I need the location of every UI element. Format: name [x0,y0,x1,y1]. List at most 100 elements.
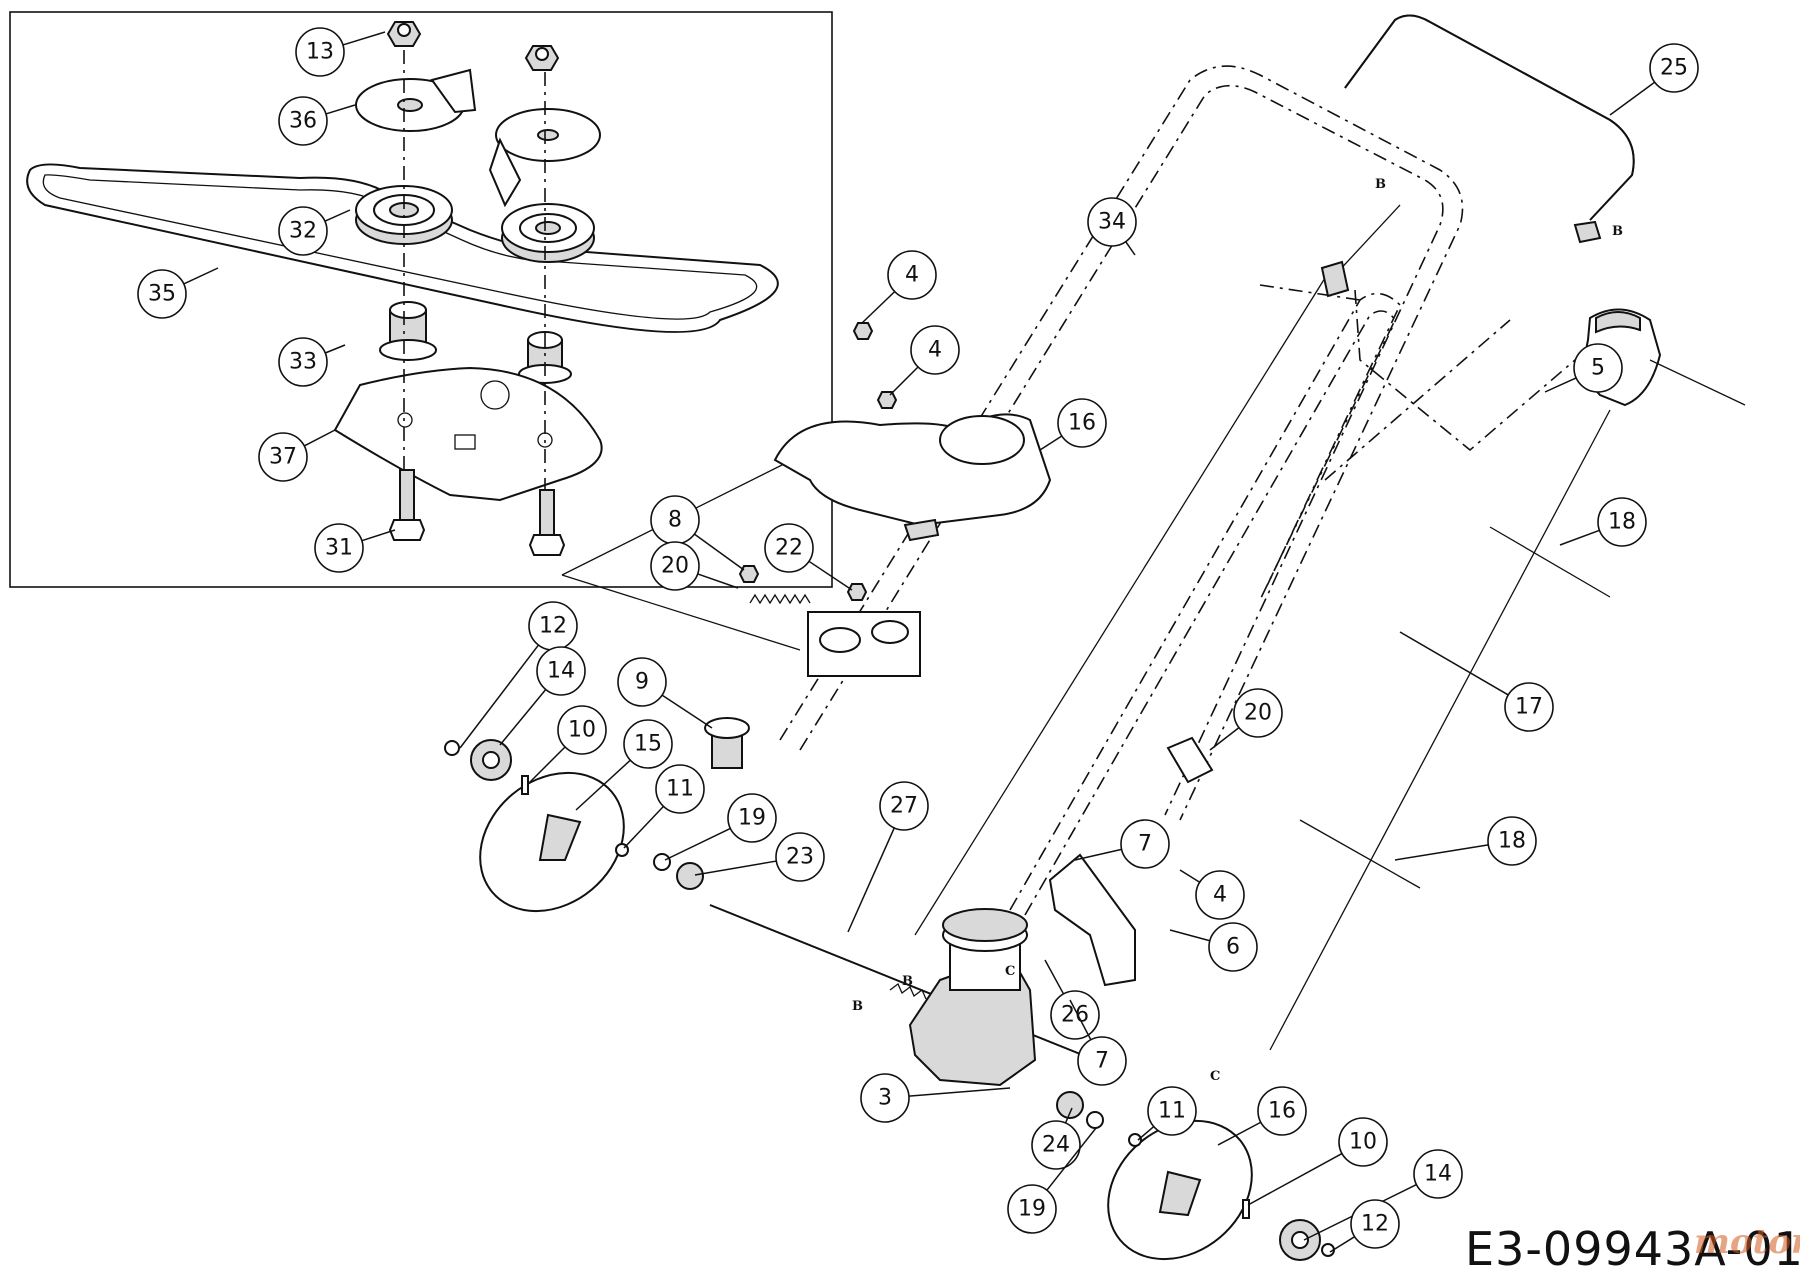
callout-circle-3 [860,1073,910,1123]
callout-4: 4 [861,250,937,324]
callout-leader-33 [324,344,346,354]
callout-number-20: 20 [661,554,689,579]
callout-33: 33 [278,337,346,387]
callout-circle-36 [278,96,328,146]
cable-upper-b [1334,204,1401,276]
callout-18: 18 [1394,816,1537,866]
pinion-left-23 [676,862,704,890]
callout-32: 32 [278,206,351,256]
callout-4: 4 [1179,869,1245,920]
callout-26: 26 [1044,959,1100,1040]
callout-leader-16 [1039,435,1063,451]
callout-9: 9 [617,657,713,729]
connection-letters: B B B B C C [852,177,1623,1084]
nut-top-right [524,45,560,71]
callout-leader-18 [1394,844,1489,861]
callout-leader-22 [808,560,853,591]
letter-b-4: B [902,974,913,989]
callout-circle-5 [1573,343,1623,393]
pinion-right-23 [1056,1091,1084,1119]
callout-circle-14 [1413,1149,1463,1199]
callout-leader-26 [1044,959,1065,995]
spring-19 [749,593,811,605]
callout-number-16: 16 [1068,411,1096,436]
callout-leader-20 [1209,727,1240,751]
callout-circle-26 [1050,990,1100,1040]
callout-circle-25 [1649,43,1699,93]
callout-23: 23 [694,832,825,882]
e-clip-left-12 [444,740,460,756]
callout-number-36: 36 [289,109,317,134]
callout-number-34: 34 [1098,210,1126,235]
callout-14: 14 [499,646,586,746]
callout-6: 6 [1169,922,1258,972]
watermark-logo: motoruf [1694,1222,1800,1262]
callout-10: 10 [1247,1117,1388,1206]
callout-leader-19 [664,827,731,861]
nut-4-mid [876,391,898,409]
callout-leader-32 [324,209,351,222]
callout-number-23: 23 [786,845,814,870]
callout-circle-18 [1597,497,1647,547]
callout-12: 12 [459,601,578,749]
callout-leader-19 [1046,1127,1097,1191]
callout-circle-18 [1487,816,1537,866]
callout-24: 24 [1031,1107,1081,1170]
callout-circle-4 [910,325,960,375]
idler-plate-37 [355,68,477,132]
callout-circle-20 [650,541,700,591]
belt-cover-17 [773,413,1052,542]
letter-b-3: B [852,999,863,1014]
letter-b-2: B [1612,224,1623,239]
callout-circle-27 [879,781,929,831]
callout-leader-12 [459,644,540,749]
callout-number-25: 25 [1660,56,1688,81]
callout-19: 19 [664,793,777,861]
callout-leader-6 [1169,929,1211,942]
callout-number-18: 18 [1498,829,1526,854]
wheel-left-16 [479,771,625,913]
callout-leader-37 [303,429,336,447]
mounting-plate-36 [333,366,603,502]
callout-circle-24 [1031,1120,1081,1170]
callout-circle-17 [1504,682,1554,732]
callout-leader-23 [694,860,777,876]
callout-leader-10 [1247,1152,1343,1206]
callout-18: 18 [1559,497,1647,547]
callout-circle-19 [727,793,777,843]
callout-leader-13 [342,31,386,46]
callout-number-17: 17 [1515,695,1543,720]
callout-circle-13 [295,27,345,77]
cable-tie-15-lower [1299,819,1421,889]
callout-leader-25 [1609,81,1656,116]
bolt-31 [388,469,426,541]
washer-left-20 [653,853,671,871]
callout-circle-4 [887,250,937,300]
callout-circle-32 [278,206,328,256]
callout-circle-16 [1057,398,1107,448]
transmission-1 [889,908,1037,1087]
pinion-right-13 [1279,1219,1321,1261]
letter-c-1: C [1005,964,1015,979]
callout-number-14: 14 [1424,1162,1452,1187]
callout-4: 4 [889,325,960,396]
callout-circle-6 [1208,922,1258,972]
callout-leader-14 [499,689,547,746]
callout-17: 17 [1399,631,1554,732]
e-clip-right-11 [1128,1133,1142,1147]
callout-number-7: 7 [1138,832,1152,857]
callout-number-11: 11 [666,777,694,802]
callout-leader-3 [908,1087,1011,1097]
callout-leader-35 [183,267,219,285]
callout-circle-23 [775,832,825,882]
callout-number-24: 24 [1042,1133,1070,1158]
callout-number-37: 37 [269,445,297,470]
callout-leader-10 [527,746,566,785]
nut-32 [386,21,422,47]
callout-number-35: 35 [148,282,176,307]
callout-circle-9 [617,657,667,707]
callout-circle-31 [314,523,364,573]
callout-36: 36 [278,96,356,146]
bushing-8 [704,717,750,769]
callout-number-22: 22 [775,536,803,561]
